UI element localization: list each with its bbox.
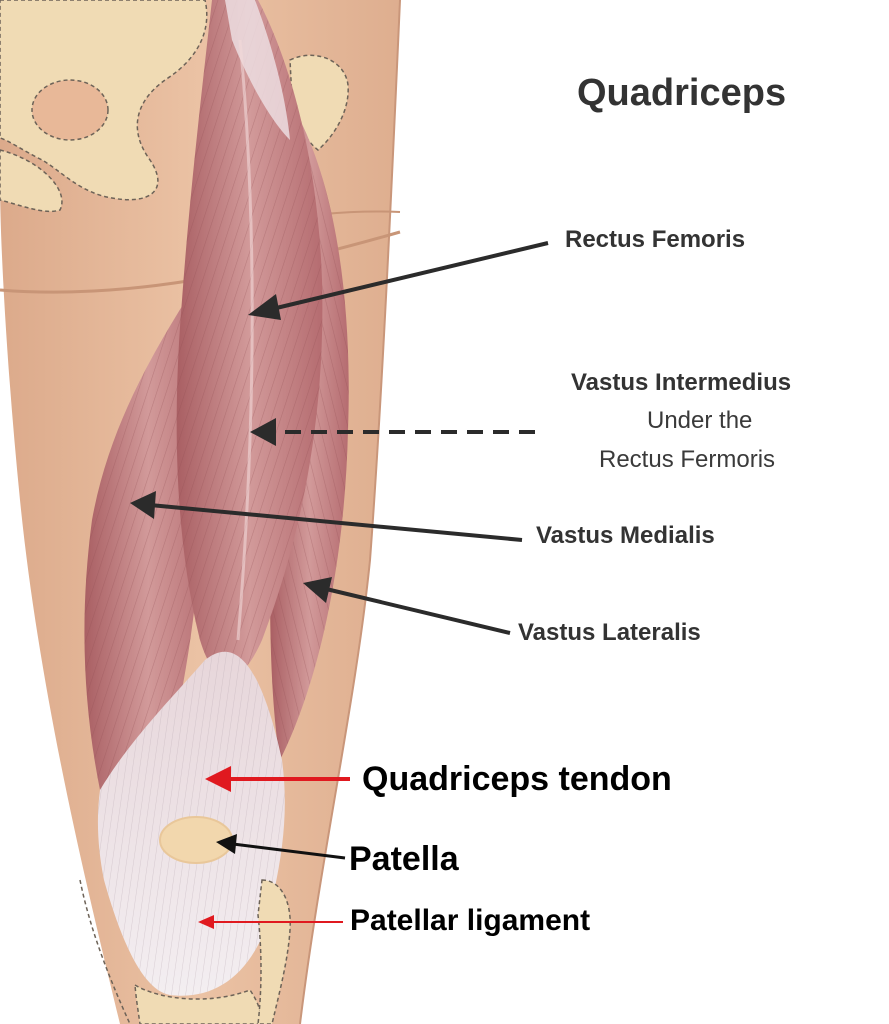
- thigh-skin-edge: [299, 0, 401, 1024]
- label-vastus-intermedius-note-1: Under the: [647, 407, 753, 434]
- vastus-lateralis-arrow: [303, 577, 511, 635]
- diagram-title: Quadriceps: [577, 72, 787, 114]
- patellar-ligament-arrow: [198, 915, 343, 929]
- label-patellar-ligament: Patellar ligament: [350, 904, 591, 937]
- label-vastus-medialis: Vastus Medialis: [536, 522, 715, 549]
- label-vastus-intermedius-note-2: Rectus Fermoris: [599, 446, 776, 473]
- label-rectus-femoris: Rectus Femoris: [565, 226, 746, 253]
- rectus-femoris-arrow: [248, 241, 549, 320]
- vastus-medialis-arrow: [130, 491, 523, 542]
- patella-arrow: [216, 834, 346, 860]
- quadriceps-tendon-arrow: [205, 766, 350, 792]
- ischium-bone: [0, 149, 63, 212]
- fibula-bone: [257, 879, 291, 1024]
- label-vastus-lateralis: Vastus Lateralis: [518, 619, 701, 646]
- rectus-femoris-upper-tendon: [225, 0, 290, 140]
- vastus-intermedius-arrow: [250, 418, 535, 446]
- label-vastus-intermedius: Vastus Intermedius: [571, 369, 792, 396]
- femur-outline-left: [79, 879, 131, 1024]
- patella-bone: [159, 816, 233, 864]
- obturator-foramen: [31, 79, 109, 141]
- label-quadriceps-tendon: Quadriceps tendon: [362, 760, 672, 798]
- tibia-bone: [134, 983, 262, 1024]
- rectus-femoris-midline: [236, 39, 254, 641]
- label-patella: Patella: [349, 840, 459, 878]
